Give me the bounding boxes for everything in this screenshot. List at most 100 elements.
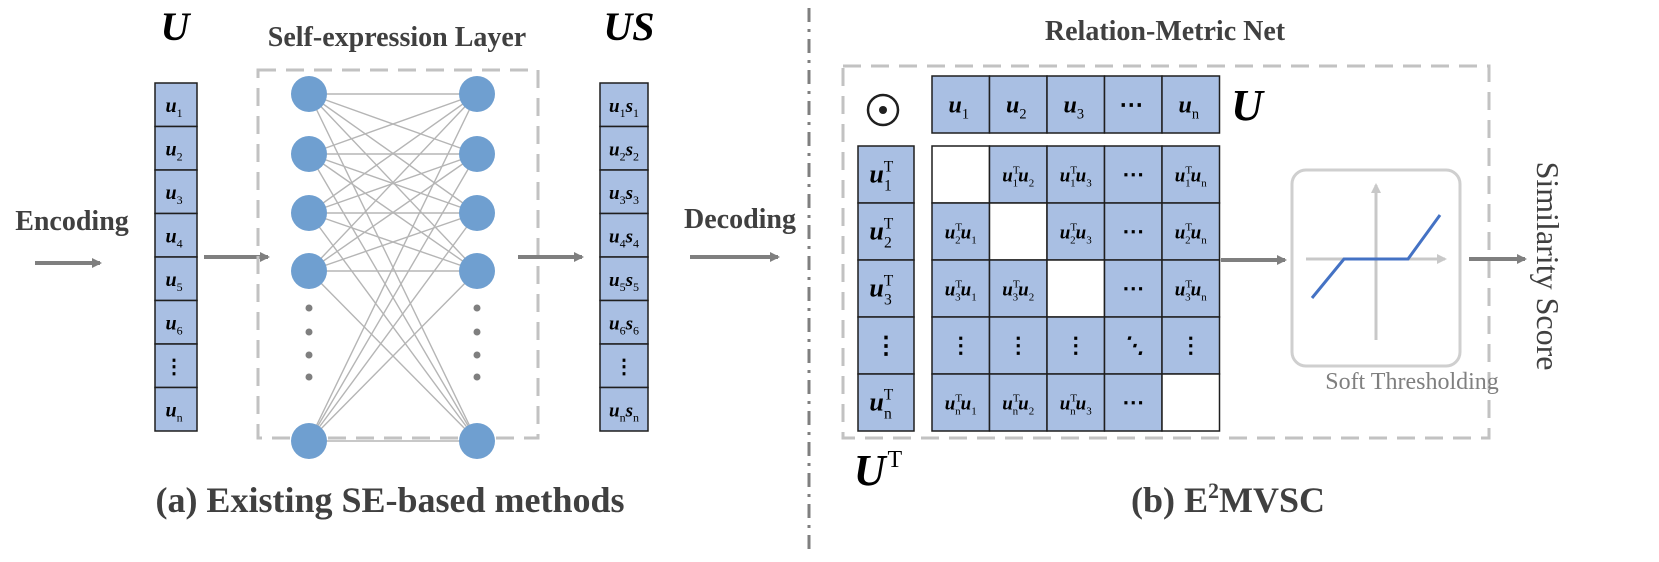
matrix-cell-label: ⋯ [1122,390,1144,415]
matrix-cell [1161,202,1221,261]
encoding-label: Encoding [15,206,129,237]
self-expression-box [256,68,540,440]
us-cell-label: unsn [609,400,639,424]
matrix-cell [988,202,1048,261]
top-u-label: un [1178,93,1199,123]
soft-thresholding-block [1290,168,1462,368]
left-ut-cell [857,373,915,432]
us-cell-label: u4s4 [609,226,639,250]
matrix-cell-label: ⋮ [1007,333,1029,358]
us-cell-label: u5s5 [609,270,639,294]
top-u-cell [1161,75,1221,134]
matrix-cell-label: ⋯ [1122,162,1144,187]
u-cell-label: u2 [165,138,182,163]
matrix-cell-label: ⋮ [1065,333,1087,358]
u-cell-label: un [165,399,182,424]
matrix-cell-label: ⋱ [1122,333,1144,358]
se-node [291,195,327,231]
soft-threshold-curve [1310,214,1442,299]
se-edge [308,93,478,155]
self-expression-nodes [291,76,495,459]
relation-metric-title: Relation-Metric Net [1045,16,1286,47]
se-node [459,136,495,172]
decoding-label: Decoding [684,204,796,235]
top-u-label: u3 [1063,93,1084,123]
u-cell-label: u3 [165,182,182,207]
se-node [291,76,327,112]
matrix-cell [1103,145,1163,204]
ellipsis-dot [305,351,313,359]
u-big-label: U [1231,81,1265,130]
matrix-cell [931,316,991,375]
us-cell-label: u6s6 [609,313,639,337]
caption-right: (b) E2MVSC [1131,478,1325,520]
hadamard-symbol [866,93,900,127]
left-ut-cell [857,145,915,204]
se-edge [308,212,478,272]
top-u-label: u1 [948,93,969,123]
se-node [459,195,495,231]
self-expression-edges [308,93,478,442]
se-edge [308,93,478,214]
se-node [291,136,327,172]
u-cell-label: u5 [165,269,182,294]
relation-metric-box [841,64,1491,440]
matrix-cell [1046,202,1106,261]
matrix-cell [988,373,1048,432]
matrix-cell [1161,373,1221,432]
se-node [459,76,495,112]
se-node [291,423,327,459]
similarity-score-label: Similarity Score [1530,162,1566,371]
matrix-cell-label: ⋮ [950,333,972,358]
matrix-cell [988,259,1048,318]
matrix-cell [1046,259,1106,318]
matrix-cell [1103,259,1163,318]
left-ut-cell [857,202,915,261]
matrix-cell-label: ⋯ [1122,276,1144,301]
us-cell [599,125,649,171]
matrix-cell [1103,373,1163,432]
u-cell [154,386,198,432]
left-ut-cell [857,259,915,318]
se-edge [308,270,478,442]
matrix-cell [1046,373,1106,432]
us-cell-label: ⋮ [614,356,634,378]
se-node [291,253,327,289]
top-u-label: ⋯ [1119,93,1143,119]
u-cell [154,256,198,302]
us-cell [599,343,649,389]
matrix-cell [988,316,1048,375]
caption-left: (a) Existing SE-based methods [155,480,624,520]
se-edge [308,153,478,272]
ellipsis-dot [473,328,481,336]
ellipsis-dot [473,373,481,381]
se-node [459,423,495,459]
se-edge [308,153,478,442]
u-cell [154,343,198,389]
us-cell [599,386,649,432]
se-node [459,253,495,289]
us-cell-label: u1s1 [609,96,639,120]
matrix-cell [1161,259,1221,318]
soft-thresholding-label: Soft Thresholding [1325,369,1499,395]
u-cell-label: u1 [165,95,182,120]
se-edge [308,93,478,272]
u-cell-label: ⋮ [164,356,184,378]
se-edge [308,93,478,442]
u-cell-label: u4 [165,225,182,250]
